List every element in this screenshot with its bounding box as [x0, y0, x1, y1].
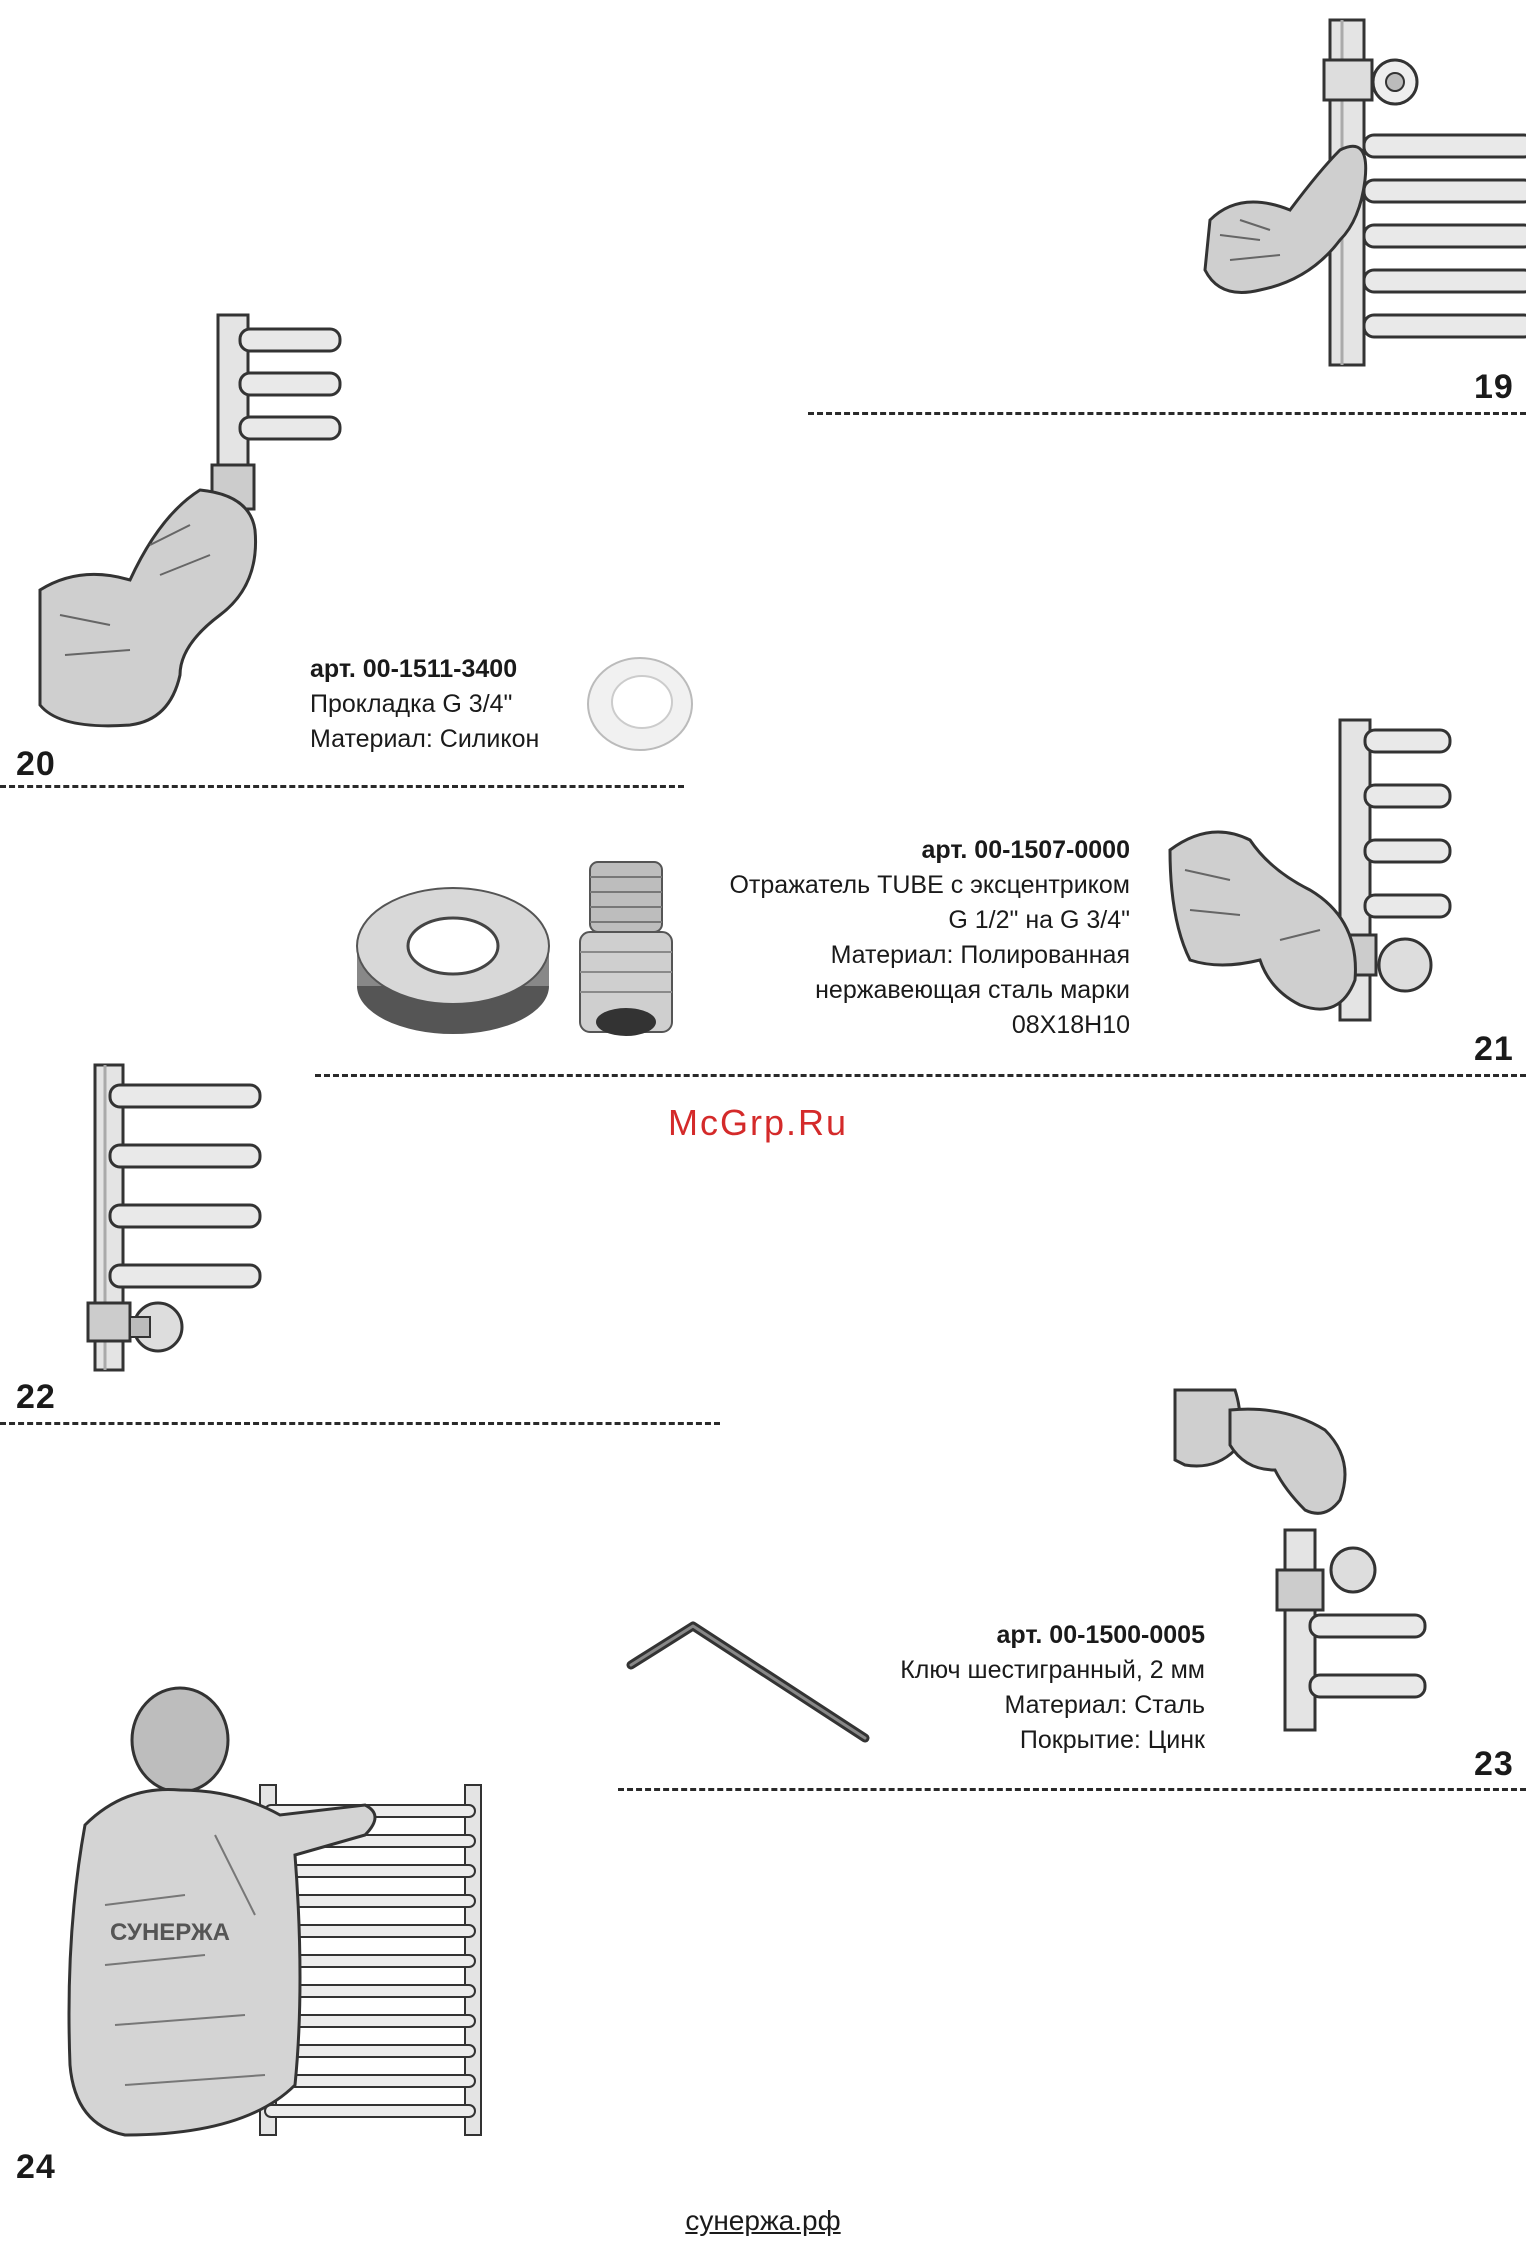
part-23-caption: арт. 00-1500-0005 Ключ шестигранный, 2 м… — [820, 1618, 1205, 1758]
part-21-name: Отражатель TUBE с эксцентриком — [700, 868, 1130, 903]
illustration-step-21 — [1170, 720, 1450, 1030]
step-number-22: 22 — [16, 1378, 56, 1417]
part-20-article: арт. 00-1511-3400 — [310, 652, 610, 687]
part-21-article: арт. 00-1507-0000 — [700, 833, 1130, 868]
eccentric-fitting-image — [580, 862, 675, 1037]
part-20-material: Материал: Силикон — [310, 722, 610, 757]
gasket-image — [585, 652, 695, 752]
watermark: McGrp.Ru — [668, 1102, 848, 1144]
illustration-step-24: СУНЕРЖА — [65, 1685, 505, 2145]
part-21-material: Материал: Полированная — [700, 938, 1130, 973]
step-number-24: 24 — [16, 2148, 56, 2187]
reflector-ring-image — [356, 876, 551, 1036]
step-number-23: 23 — [1474, 1745, 1514, 1784]
step-number-19: 19 — [1474, 368, 1514, 407]
jacket-logo: СУНЕРЖА — [110, 1919, 230, 1946]
part-21-steel-grade: 08Х18Н10 — [700, 1008, 1130, 1043]
step-divider-22 — [0, 1422, 720, 1425]
step-divider-20 — [0, 785, 684, 788]
part-20-caption: арт. 00-1511-3400 Прокладка G 3/4" Матер… — [310, 652, 610, 757]
illustration-step-19 — [1200, 20, 1526, 370]
step-number-21: 21 — [1474, 1030, 1514, 1069]
step-divider-23 — [618, 1788, 1526, 1791]
step-number-20: 20 — [16, 745, 56, 784]
part-21-material-cont: нержавеющая сталь марки — [700, 973, 1130, 1008]
part-23-material: Материал: Сталь — [820, 1688, 1205, 1723]
step-divider-19 — [808, 412, 1526, 415]
part-20-name: Прокладка G 3/4" — [310, 687, 610, 722]
illustration-step-23 — [1175, 1390, 1425, 1740]
part-21-thread: G 1/2" на G 3/4" — [700, 903, 1130, 938]
footer-site-link[interactable]: сунержа.рф — [0, 2205, 1526, 2237]
part-23-name: Ключ шестигранный, 2 мм — [820, 1653, 1205, 1688]
illustration-step-20 — [40, 315, 340, 735]
illustration-step-22 — [80, 1065, 260, 1375]
part-21-caption: арт. 00-1507-0000 Отражатель TUBE с эксц… — [700, 833, 1130, 1043]
part-23-article: арт. 00-1500-0005 — [820, 1618, 1205, 1653]
part-23-coating: Покрытие: Цинк — [820, 1723, 1205, 1758]
step-divider-21 — [315, 1074, 1526, 1077]
